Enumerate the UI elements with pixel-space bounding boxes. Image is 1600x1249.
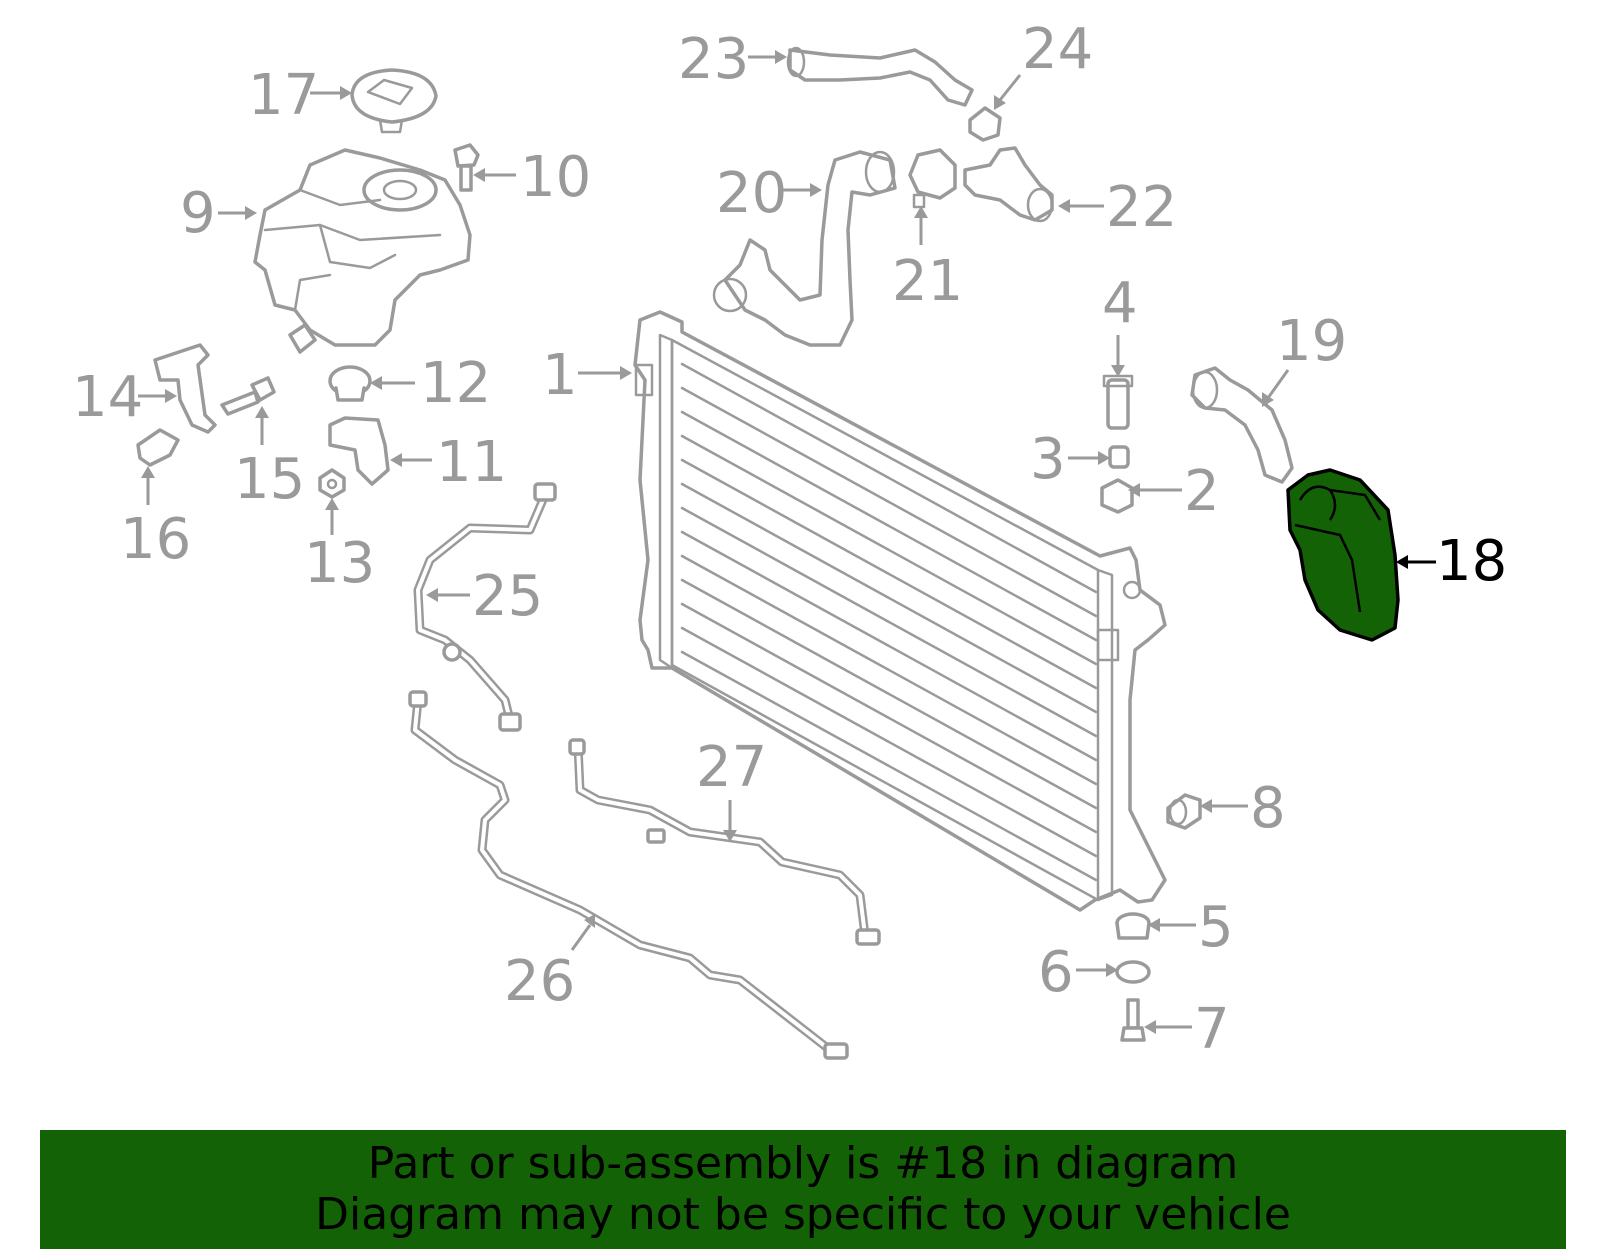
callout-3: 3 (1030, 427, 1066, 492)
leader-arrows (138, 50, 1436, 1034)
hose-22 (963, 146, 1054, 223)
nut-13 (318, 468, 346, 499)
callout-7: 7 (1194, 997, 1230, 1062)
sensor-4 (1102, 374, 1134, 430)
callout-25: 25 (472, 564, 543, 629)
clamp-21 (908, 148, 957, 209)
line-26 (408, 690, 849, 1060)
callout-9: 9 (180, 181, 216, 246)
callout-5: 5 (1198, 895, 1234, 960)
hose-20 (712, 150, 897, 347)
line-25 (413, 482, 557, 732)
callout-1: 1 (542, 343, 578, 408)
callout-27: 27 (696, 735, 767, 800)
callout-23: 23 (678, 27, 749, 92)
bolt-15 (220, 376, 276, 416)
callout-16: 16 (120, 507, 191, 572)
clip-2 (1100, 478, 1134, 514)
bolt-10 (453, 143, 480, 192)
callout-21: 21 (892, 249, 963, 314)
footer-line-1: Part or sub-assembly is #18 in diagram (367, 1138, 1239, 1189)
callout-18: 18 (1436, 529, 1507, 594)
hose-23 (786, 46, 974, 107)
callout-10: 10 (520, 145, 591, 210)
callout-19: 19 (1276, 309, 1347, 374)
cap-12 (328, 365, 372, 402)
hose-19 (1190, 366, 1294, 484)
bolt-7 (1120, 998, 1146, 1042)
bracket-11 (328, 416, 390, 486)
callout-26: 26 (504, 949, 575, 1014)
coolant-expansion-tank (253, 148, 472, 354)
callout-labels: 1 2 3 4 5 6 7 8 9 10 11 12 13 14 15 16 1… (72, 17, 1507, 1062)
line-27 (568, 738, 881, 946)
radiator (633, 310, 1167, 912)
callout-11: 11 (436, 430, 507, 495)
tank-cap (350, 68, 438, 134)
callout-20: 20 (716, 161, 787, 226)
callout-12: 12 (420, 351, 491, 416)
callout-17: 17 (248, 63, 319, 128)
callout-13: 13 (304, 531, 375, 596)
bushing-8 (1166, 793, 1202, 830)
callout-6: 6 (1038, 940, 1074, 1005)
callout-15: 15 (234, 447, 305, 512)
callout-24: 24 (1022, 17, 1093, 82)
plug-16 (136, 428, 180, 467)
washer-6 (1115, 960, 1151, 984)
callout-2: 2 (1184, 459, 1220, 524)
footer-line-2: Diagram may not be specific to your vehi… (315, 1189, 1291, 1240)
callout-4: 4 (1102, 271, 1138, 336)
callout-14: 14 (72, 365, 143, 430)
hose-18-highlighted (1286, 468, 1400, 642)
callout-22: 22 (1106, 175, 1177, 240)
clamp-24 (968, 106, 1002, 142)
callout-8: 8 (1250, 776, 1286, 841)
mount-5 (1115, 912, 1151, 940)
parts-diagram: 1 2 3 4 5 6 7 8 9 10 11 12 13 14 15 16 1… (72, 17, 1507, 1062)
footer-banner: Part or sub-assembly is #18 in diagram D… (40, 1130, 1566, 1249)
grommet-3 (1108, 445, 1130, 469)
bracket-14 (153, 343, 217, 434)
